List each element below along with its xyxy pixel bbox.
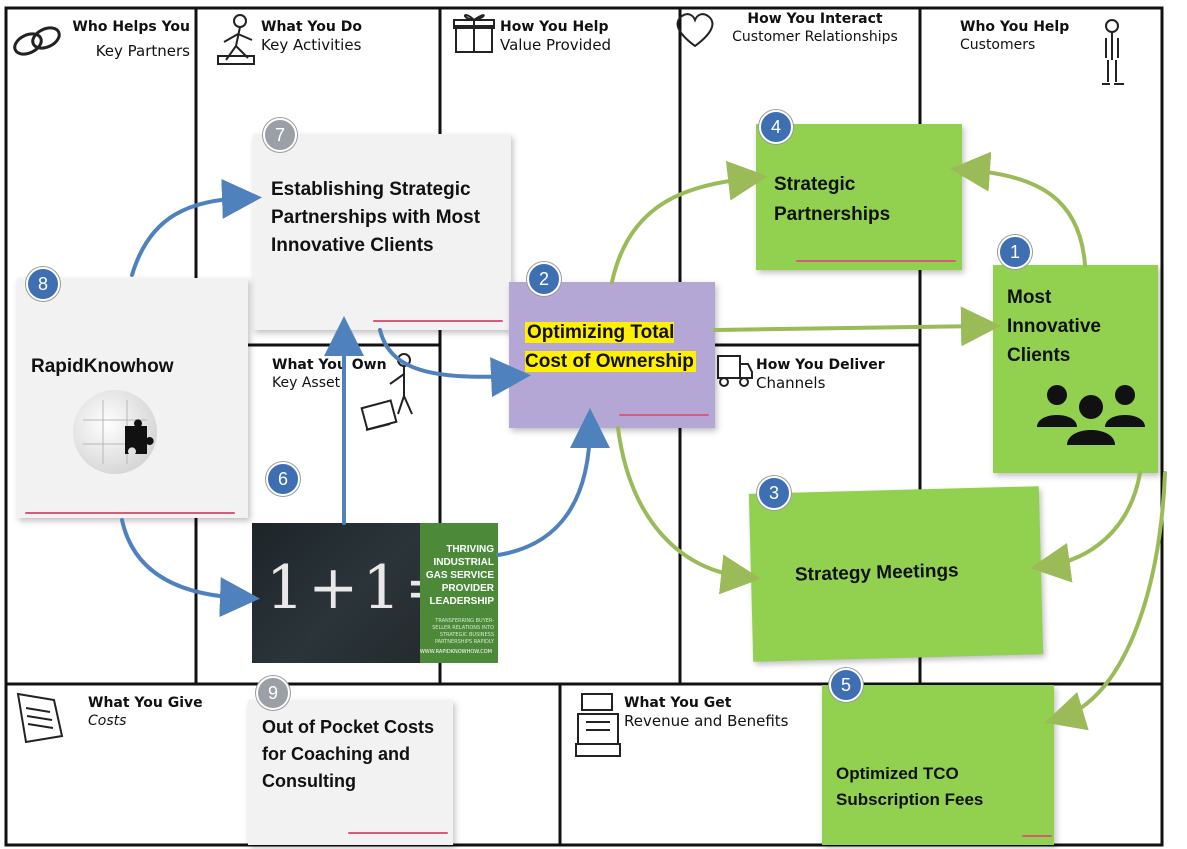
header-revenue-streams: What You Get Revenue and Benefits [624,694,788,730]
badge-6: 6 [266,462,300,496]
heart-icon [676,13,714,48]
people-group-icon [1037,385,1145,445]
highlighted-text: Optimizing Total Cost of Ownership [525,322,696,372]
note-text: Optimizing Total Cost of Ownership [525,318,705,376]
note-text: Establishing Strategic Partnerships with… [271,179,481,256]
header-key-partners: Who Helps You Key Partners [70,18,190,60]
header-title: What You Do [261,19,362,35]
puzzle-icon [73,390,157,474]
note-optimized-tco-fees: Optimized TCO Subscription Fees [822,685,1054,845]
delivery-truck-icon [717,355,753,387]
book-subtitle: TRANSFERRING BUYER-SELLER RELATIONS INTO… [432,618,494,645]
header-title: How You Help [500,19,609,35]
book-green-panel [420,523,498,663]
header-title: How You Interact [747,11,883,27]
cash-register-icon [575,693,621,757]
header-subtitle: Key Asset [272,375,341,391]
note-strategy-meetings: Strategy Meetings [748,486,1044,662]
note-underline [619,414,709,416]
book-cover: 1+1=3 THRIVING INDUSTRIAL GAS SERVICE PR… [252,523,498,663]
note-underline [25,512,235,514]
paper-bill-icon [16,692,64,744]
note-text: RapidKnowhow [31,356,174,377]
note-underline [1022,835,1052,837]
header-cost-structure: What You Give Costs [88,694,203,730]
header-subtitle: Value Provided [500,36,612,54]
note-text: Strategic Partnerships [774,174,891,225]
header-subtitle: Revenue and Benefits [624,712,789,730]
chain-link-icon [13,26,61,56]
book-title: THRIVING INDUSTRIAL GAS SERVICE PROVIDER… [425,544,494,607]
note-most-innovative-clients: Most Innovative Clients [993,265,1158,473]
header-subtitle: Key Partners [95,42,190,60]
header-subtitle: Channels [756,374,826,392]
header-title: Who Helps You [72,19,190,35]
header-subtitle: Key Activities [261,36,362,54]
note-strategic-partnerships-innovative-clients: Establishing Strategic Partnerships with… [253,134,511,330]
header-title: What You Give [88,695,203,711]
note-underline [348,832,448,834]
note-text: Out of Pocket Costs for Coaching and Con… [262,717,435,791]
badge-9: 9 [256,676,290,710]
header-value-proposition: How You Help Value Provided [500,18,611,54]
gift-icon [453,14,495,53]
note-out-of-pocket-costs: Out of Pocket Costs for Coaching and Con… [248,700,453,845]
header-channels: How You Deliver Channels [756,356,885,392]
badge-7: 7 [263,118,297,152]
note-underline [796,260,956,262]
person-working-icon [217,14,255,65]
note-text: Strategy Meetings [794,560,959,586]
standing-person-icon [1102,19,1124,85]
header-subtitle: Customer Relationships [732,29,898,45]
note-optimizing-tco: Optimizing Total Cost of Ownership [509,282,715,428]
book-url: WWW.RAPIDKNOWHOW.COM [419,649,492,655]
header-title: What You Get [624,695,732,711]
badge-4: 4 [759,110,793,144]
note-text: Optimized TCO Subscription Fees [836,764,984,809]
badge-3: 3 [757,476,791,510]
header-key-activities: What You Do Key Activities [261,18,362,54]
badge-5: 5 [829,668,863,702]
header-subtitle: Costs [88,713,127,729]
note-strategic-partnerships: Strategic Partnerships [756,124,962,270]
header-title: How You Deliver [756,357,885,373]
header-customer-relationships: How You Interact Customer Relationships [712,10,918,46]
header-subtitle: Customers [960,37,1036,53]
header-title: What You Own [272,357,387,373]
note-underline [373,320,503,322]
badge-1: 1 [998,235,1032,269]
badge-2: 2 [527,262,561,296]
header-title: Who You Help [960,19,1070,35]
header-key-resources: What You Own Key Asset [272,356,387,392]
header-customer-segments: Who You Help Customers [960,18,1069,54]
badge-8: 8 [26,267,60,301]
note-text: Most Innovative Clients [1007,287,1101,366]
